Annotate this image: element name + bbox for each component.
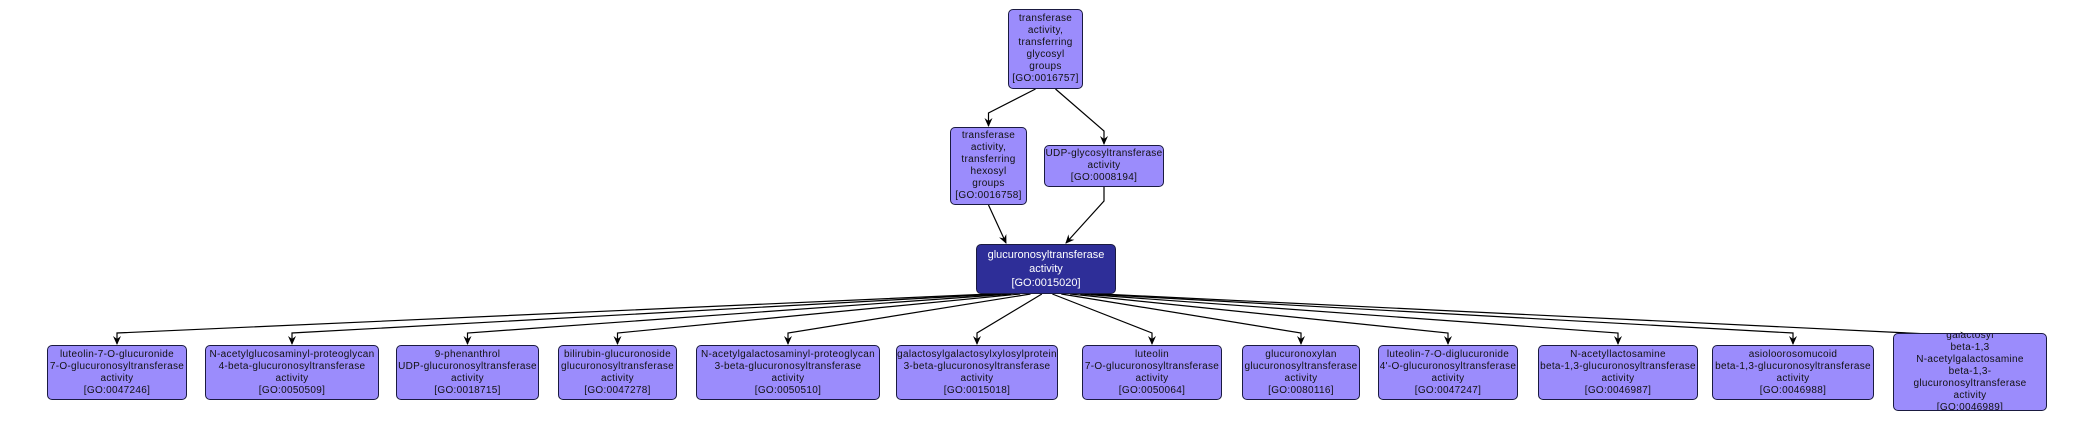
go-term-node-child[interactable]: bilirubin-glucuronoside glucuronosyltran… xyxy=(558,345,677,400)
node-label: glucuronoxylan glucuronosyltransferase a… xyxy=(1244,348,1358,396)
edge-GO0016757-to-GO0016758 xyxy=(984,88,1036,127)
node-label: transferase activity, transferring glyco… xyxy=(1012,13,1079,84)
node-label: N-acetylglucosaminyl-proteoglycan 4-beta… xyxy=(209,348,375,396)
go-term-node-child[interactable]: glucuronoxylan glucuronosyltransferase a… xyxy=(1242,345,1360,400)
edge-GO0015020-to-GO0047246 xyxy=(113,293,991,345)
node-label: transferase activity, transferring hexos… xyxy=(955,130,1022,201)
node-label: luteolin-7-O-glucuronide 7-O-glucuronosy… xyxy=(49,348,185,396)
go-term-node-child[interactable]: luteolin-7-O-diglucuronide 4'-O-glucuron… xyxy=(1378,345,1518,400)
edge-GO0016757-to-GO0008194 xyxy=(1055,88,1108,145)
edge-GO0015020-to-GO0047278 xyxy=(613,293,1021,345)
node-label: bilirubin-glucuronoside glucuronosyltran… xyxy=(560,348,675,396)
node-label: N-acetylgalactosaminyl-proteoglycan 3-be… xyxy=(701,348,875,396)
edge-GO0015020-to-GO0080116 xyxy=(1061,293,1305,345)
go-term-node-child[interactable]: N-acetylglucosaminyl-proteoglycan 4-beta… xyxy=(205,345,379,400)
go-term-node-udp-glycosyltransferase[interactable]: UDP-glycosyltransferase activity [GO:000… xyxy=(1044,145,1164,187)
node-label: luteolin-7-O-diglucuronide 4'-O-glucuron… xyxy=(1379,348,1517,396)
go-term-node-transferase-glycosyl[interactable]: transferase activity, transferring glyco… xyxy=(1008,9,1083,89)
go-term-node-transferase-hexosyl[interactable]: transferase activity, transferring hexos… xyxy=(950,127,1027,205)
edge-GO0016758-to-GO0015020 xyxy=(987,204,1007,244)
go-term-node-child[interactable]: 9-phenanthrol UDP-glucuronosyltransferas… xyxy=(396,345,539,400)
edge-GO0015020-to-GO0046988 xyxy=(1090,293,1797,345)
go-term-node-focus-glucuronosyltransferase[interactable]: glucuronosyltransferase activity [GO:001… xyxy=(976,244,1116,294)
go-term-node-child[interactable]: luteolin-7-O-glucuronide 7-O-glucuronosy… xyxy=(47,345,187,400)
edge-GO0015020-to-GO0050509 xyxy=(288,293,1001,345)
edge-GO0015020-to-GO0047247 xyxy=(1070,293,1452,345)
node-label: 9-phenanthrol UDP-glucuronosyltransferas… xyxy=(398,348,537,396)
go-term-node-child[interactable]: luteolin 7-O-glucuronosyltransferase act… xyxy=(1082,345,1222,400)
node-label: galactosyl beta-1,3 N-acetylgalactosamin… xyxy=(1913,333,2027,411)
node-label: galactosylgalactosylxylosylprotein 3-bet… xyxy=(897,348,1057,396)
node-label: luteolin 7-O-glucuronosyltransferase act… xyxy=(1084,348,1220,396)
edge-GO0015020-to-GO0050064 xyxy=(1052,293,1156,345)
edge-GO0015020-to-GO0050510 xyxy=(784,293,1031,345)
edge-GO0015020-to-GO0018715 xyxy=(463,293,1012,345)
node-label: UDP-glycosyltransferase activity [GO:000… xyxy=(1045,148,1163,183)
edge-GO0015020-to-GO0015018 xyxy=(973,293,1043,345)
go-term-node-child[interactable]: N-acetyllactosamine beta-1,3-glucuronosy… xyxy=(1538,345,1698,400)
node-label: glucuronosyltransferase activity [GO:001… xyxy=(987,249,1105,289)
go-term-node-child[interactable]: N-acetylgalactosaminyl-proteoglycan 3-be… xyxy=(696,345,880,400)
go-term-node-child[interactable]: asioloorosomucoid beta-1,3-glucuronosylt… xyxy=(1712,345,1874,400)
edge-GO0015020-to-GO0046987 xyxy=(1080,293,1622,345)
node-label: asioloorosomucoid beta-1,3-glucuronosylt… xyxy=(1715,348,1871,396)
edge-GO0008194-to-GO0015020 xyxy=(1065,187,1105,244)
go-term-node-child[interactable]: galactosylgalactosylxylosylprotein 3-bet… xyxy=(896,345,1058,400)
node-label: N-acetyllactosamine beta-1,3-glucuronosy… xyxy=(1540,348,1696,396)
go-term-node-child[interactable]: galactosyl beta-1,3 N-acetylgalactosamin… xyxy=(1893,333,2047,411)
edge-GO0015020-to-GO0046989 xyxy=(1101,293,1969,340)
